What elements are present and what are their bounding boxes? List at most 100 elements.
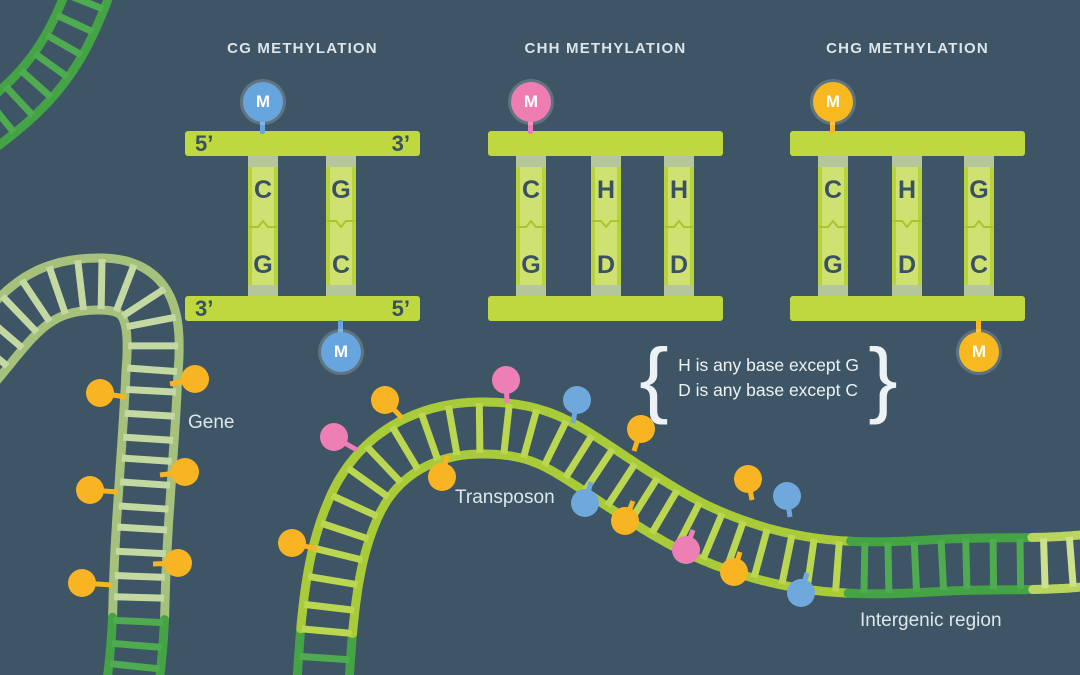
base-letter: G xyxy=(823,251,843,279)
strand-rung xyxy=(884,542,893,593)
strand-rung xyxy=(121,454,172,465)
strand-rung xyxy=(562,433,596,480)
methyl-stem xyxy=(976,320,981,334)
strand-end-label: 5’ xyxy=(391,296,410,321)
dna-strand-bottom xyxy=(488,296,723,321)
strand-rung xyxy=(989,538,998,589)
strand-end-label: 5’ xyxy=(195,131,214,156)
methylation-dot-yellow xyxy=(164,549,192,577)
strand-rung xyxy=(111,639,163,651)
gene-strand xyxy=(0,253,184,675)
strand-rung xyxy=(0,293,40,335)
chh-methylation-diagram: M C G H D H D xyxy=(488,80,723,380)
strand-rail xyxy=(296,397,856,634)
strand-end-label: 3’ xyxy=(391,131,410,156)
strand-rung xyxy=(750,528,771,579)
strand-rung xyxy=(117,523,168,534)
hydrogen-bond-icon xyxy=(327,220,355,229)
curly-brace-right-icon: } xyxy=(868,331,898,425)
diagram-title-chg: CHG METHYLATION xyxy=(826,40,989,57)
base-letter: C xyxy=(253,176,273,204)
methylation-dot-yellow xyxy=(611,507,639,535)
methyl-group-marker: M xyxy=(813,82,853,122)
base-pair-rung: G C xyxy=(326,156,356,296)
strand-rung xyxy=(71,0,105,13)
strand-rung xyxy=(55,12,95,36)
base-pair-rung: H D xyxy=(591,156,621,296)
hydrogen-bond-icon xyxy=(665,219,693,228)
strand-rung xyxy=(962,539,971,590)
strand-rung xyxy=(307,572,359,589)
strand-rail xyxy=(1027,530,1080,542)
hydrogen-bond-icon xyxy=(893,220,921,229)
methyl-group-marker: M xyxy=(243,82,283,122)
methylation-dot-yellow xyxy=(428,463,456,491)
methylation-dot-blue xyxy=(773,482,801,510)
strand-rail xyxy=(846,533,1037,547)
strand-rung xyxy=(32,50,70,80)
base-letter: H xyxy=(596,176,616,204)
methylation-dot-yellow xyxy=(181,365,209,393)
methylation-dot-blue xyxy=(563,386,591,414)
strand-rung xyxy=(313,544,364,564)
strand-end-label: 3’ xyxy=(195,296,214,321)
base-pair-rung: C G xyxy=(248,156,278,296)
strand-rung xyxy=(604,461,638,508)
strand-rail xyxy=(348,449,853,638)
base-letter: H xyxy=(897,176,917,204)
strand-rung xyxy=(123,433,174,444)
strand-rung xyxy=(648,488,681,535)
base-letter: D xyxy=(596,251,616,279)
methyl-stem xyxy=(260,120,265,134)
strand-rail xyxy=(1028,582,1080,594)
strand-rail xyxy=(103,612,117,675)
strand-rung xyxy=(3,84,36,119)
strand-rail xyxy=(0,253,184,625)
base-pair-rung: C G xyxy=(516,156,546,296)
base-letter: C xyxy=(331,251,351,279)
strand-rung xyxy=(301,625,352,637)
methylation-dots xyxy=(68,365,815,607)
methylation-dot-yellow xyxy=(171,458,199,486)
diagram-title-cg: CG METHYLATION xyxy=(227,40,378,57)
strand-rung xyxy=(417,411,442,462)
methyl-group-marker: M xyxy=(511,82,551,122)
methylation-dot-yellow xyxy=(627,415,655,443)
strand-rail xyxy=(843,585,1038,599)
strand-rung xyxy=(44,32,84,58)
methylation-dot-yellow xyxy=(371,386,399,414)
methylation-dot-yellow xyxy=(278,529,306,557)
methylation-dot-pink xyxy=(672,536,700,564)
strand-rung xyxy=(1065,536,1077,588)
strand-rung xyxy=(345,465,391,500)
strand-rung xyxy=(1016,538,1025,589)
strand-rung xyxy=(1040,538,1049,589)
diagram-title-chh: CHH METHYLATION xyxy=(524,40,687,57)
base-letter: H xyxy=(669,176,689,204)
strand-rung xyxy=(389,424,422,472)
cg-methylation-diagram: M 5’ 3’ 3’ 5’ C G G C M xyxy=(185,80,420,380)
strand-rung xyxy=(520,408,541,459)
strand-rung xyxy=(803,538,818,589)
base-pair-rung: G C xyxy=(964,156,994,296)
strand-rail xyxy=(0,0,68,97)
strand-rung xyxy=(18,68,54,100)
dna-strand-top xyxy=(488,131,723,156)
strand-rung xyxy=(125,313,177,331)
methylation-dot-blue xyxy=(571,489,599,517)
strand-rung xyxy=(444,405,461,456)
hydrogen-bond-icon xyxy=(517,219,545,228)
hydrogen-bond-icon xyxy=(965,219,993,228)
legend: { H is any base except G D is any base e… xyxy=(639,331,898,425)
strand-rail xyxy=(155,615,169,675)
hydrogen-bond-icon xyxy=(249,219,277,228)
strand-rung xyxy=(125,385,177,396)
methylation-dot-yellow xyxy=(68,569,96,597)
strand-rung xyxy=(97,258,106,310)
dna-strand-top xyxy=(185,131,420,156)
legend-text: H is any base except G D is any base exc… xyxy=(678,353,859,403)
strand-rung xyxy=(0,355,10,369)
base-letter: G xyxy=(969,176,989,204)
transposon-strand xyxy=(292,397,1080,675)
